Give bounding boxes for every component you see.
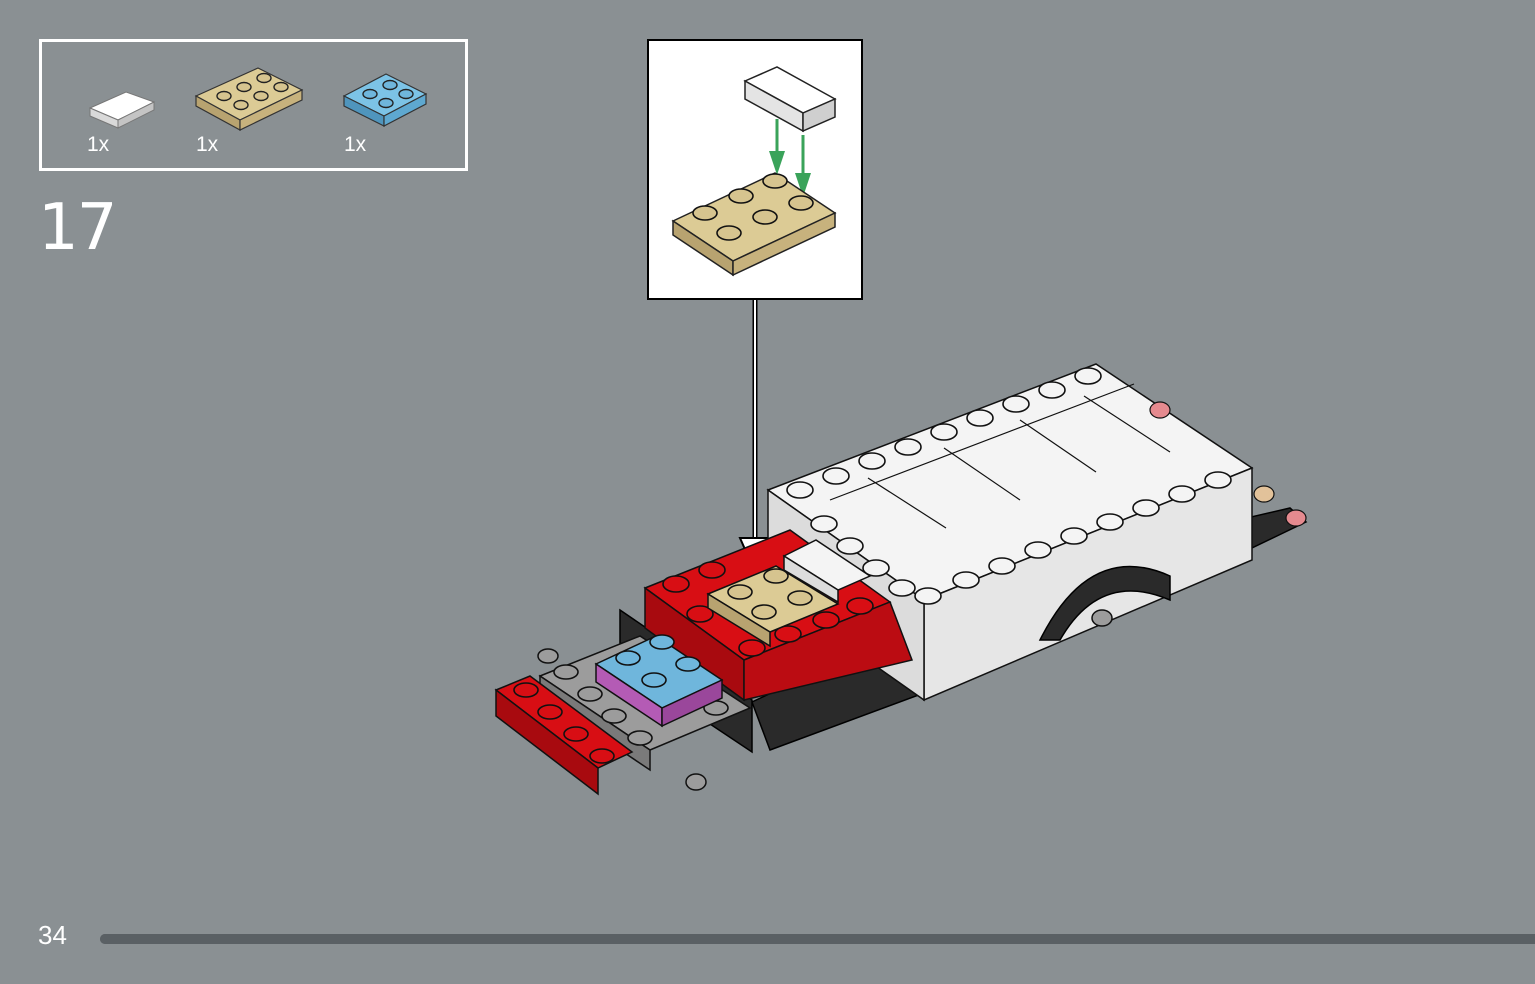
part-quantity: 1x bbox=[344, 133, 367, 156]
parts-list: 1x 1x 1x bbox=[39, 39, 468, 171]
progress-bar bbox=[100, 934, 1535, 944]
part-quantity: 1x bbox=[196, 133, 219, 156]
white-tile-icon bbox=[88, 91, 156, 129]
step-number: 17 bbox=[38, 191, 117, 265]
sub-assembly-callout bbox=[647, 39, 863, 300]
page-number: 34 bbox=[38, 920, 67, 950]
progress-fill bbox=[100, 934, 1535, 944]
blue-plate-icon bbox=[342, 73, 428, 127]
part-quantity: 1x bbox=[87, 133, 110, 156]
tan-plate-icon bbox=[194, 67, 304, 132]
callout-illustration bbox=[671, 66, 837, 277]
